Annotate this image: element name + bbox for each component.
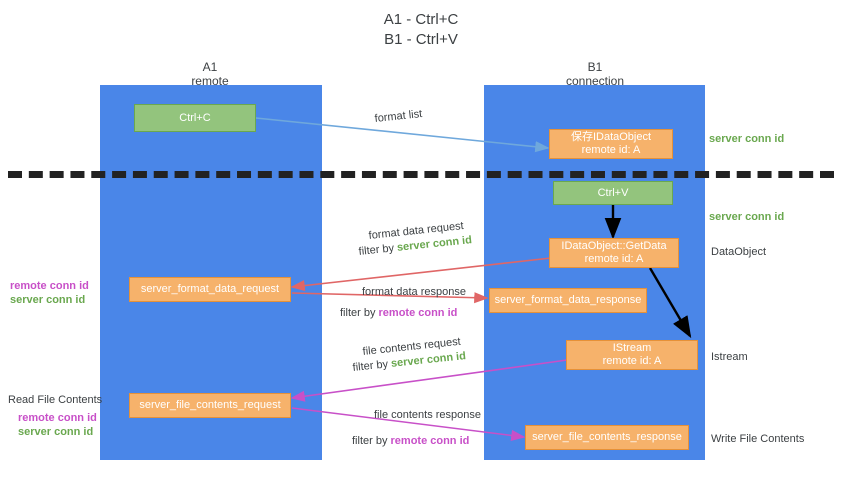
box-getdata-line1: IDataObject::GetData <box>561 240 667 252</box>
box-server-format-data-request-label: server_format_data_request <box>140 283 280 295</box>
box-server-file-contents-request[interactable]: server_file_contents_request <box>129 393 291 418</box>
edge-label-format-data-response: format data response <box>362 286 466 298</box>
column-b1-name: B1 <box>587 60 603 74</box>
box-server-format-data-request[interactable]: server_format_data_request <box>129 277 291 302</box>
box-server-file-contents-response-label: server_file_contents_response <box>532 431 682 443</box>
filter-prefix-3: filter by <box>352 357 392 374</box>
box-ctrl-v[interactable]: Ctrl+V <box>553 181 673 205</box>
title-line-2: B1 - Ctrl+V <box>384 31 458 48</box>
title-line-1: A1 - Ctrl+C <box>383 11 459 28</box>
box-ctrl-v-line1: Ctrl+V <box>597 186 629 199</box>
box-server-file-contents-response[interactable]: server_file_contents_response <box>525 425 689 450</box>
left-label-remote-conn-2: remote conn id <box>18 412 97 424</box>
phase-divider <box>8 171 834 178</box>
edge-filter-format-data-response: filter by remote conn id <box>340 306 457 320</box>
right-label-server-conn-mid: server conn id <box>709 211 785 223</box>
left-label-server-conn-1: server conn id <box>10 294 86 306</box>
edge-label-format-list: format list <box>374 108 423 125</box>
edge-filter-file-contents-response: filter by remote conn id <box>352 434 469 448</box>
column-b1-sub: connection <box>565 74 625 88</box>
column-header-a1: A1 remote <box>130 60 290 88</box>
column-a1-name: A1 <box>202 60 218 74</box>
filter-key-remote-conn-2: remote conn id <box>390 435 470 447</box>
left-label-read-file-contents: Read File Contents <box>8 394 103 406</box>
left-label-remote-conn-1: remote conn id <box>10 280 89 292</box>
box-idataobject-line2: remote id: A <box>581 144 641 156</box>
box-istream-line2: remote id: A <box>602 355 662 367</box>
column-a1-sub: remote <box>191 74 229 88</box>
box-istream-line1: IStream <box>612 342 652 354</box>
box-ctrl-c[interactable]: Ctrl+C <box>134 104 256 132</box>
column-header-b1: B1 connection <box>515 60 675 88</box>
box-server-format-data-response[interactable]: server_format_data_response <box>489 288 647 313</box>
box-ctrl-c-line1: Ctrl+C <box>179 111 211 124</box>
filter-prefix-2: filter by <box>340 307 379 319</box>
right-label-istream: Istream <box>711 351 748 363</box>
edge-label-file-contents-response: file contents response <box>374 409 482 421</box>
filter-prefix-4: filter by <box>352 435 391 447</box>
box-getdata-line2: remote id: A <box>584 253 644 265</box>
box-getdata[interactable]: IDataObject::GetData remote id: A <box>549 238 679 268</box>
right-label-dataobject: DataObject <box>711 246 767 258</box>
filter-key-remote-conn-1: remote conn id <box>378 307 458 319</box>
box-idataobject[interactable]: 保存IDataObject remote id: A <box>549 129 673 159</box>
left-label-server-conn-2: server conn id <box>18 426 94 438</box>
right-label-server-conn-top: server conn id <box>709 133 785 145</box>
box-idataobject-line1: 保存IDataObject <box>570 131 652 143</box>
filter-prefix-1: filter by <box>358 241 398 258</box>
right-label-write-file-contents: Write File Contents <box>711 433 805 445</box>
diagram-title: A1 - Ctrl+C B1 - Ctrl+V <box>0 10 842 50</box>
box-istream[interactable]: IStream remote id: A <box>566 340 698 370</box>
box-server-format-data-response-label: server_format_data_response <box>494 294 642 306</box>
box-server-file-contents-request-label: server_file_contents_request <box>139 399 281 411</box>
